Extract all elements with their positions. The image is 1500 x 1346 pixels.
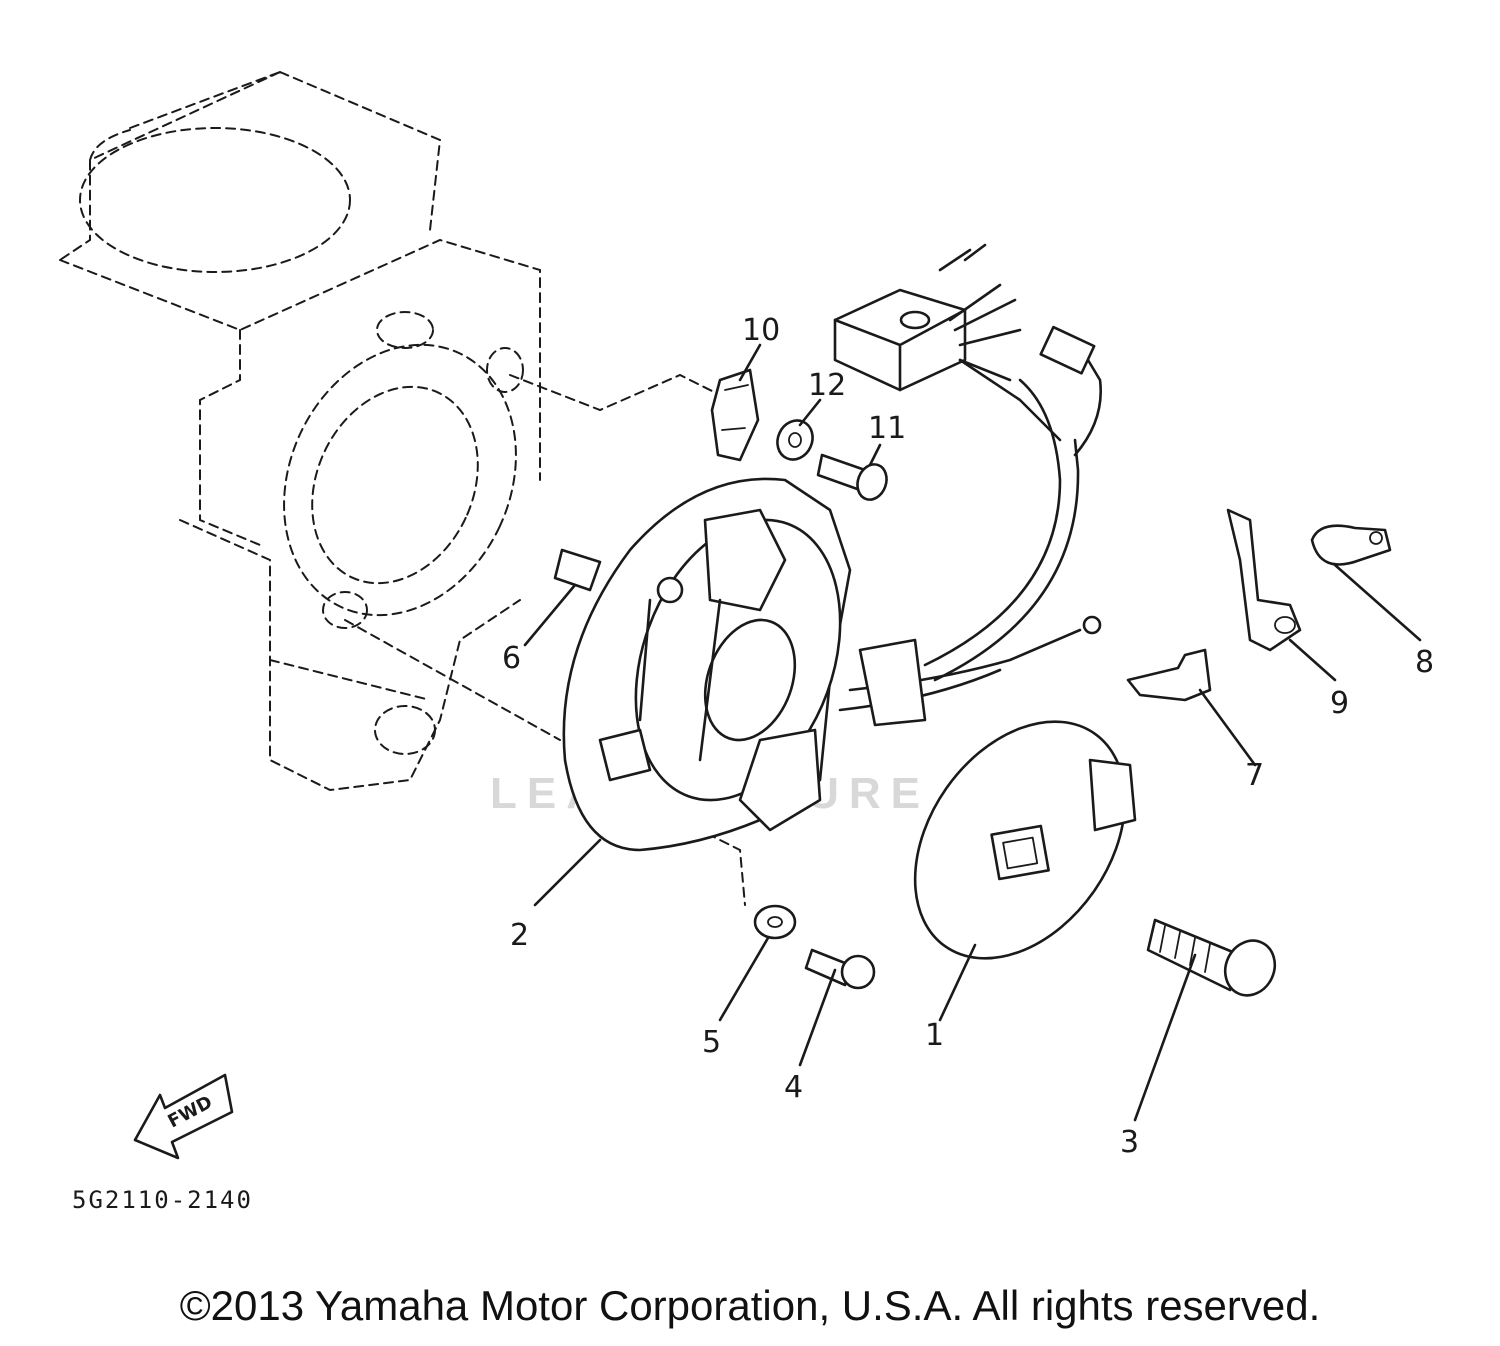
callout-8: 8 — [1415, 645, 1434, 680]
callout-11: 11 — [868, 411, 906, 446]
stator-assembly — [562, 325, 1102, 852]
washer-part-5 — [753, 904, 797, 940]
copyright-notice: ©2013 Yamaha Motor Corporation, U.S.A. A… — [179, 1282, 1321, 1329]
callout-leaders — [533, 343, 1422, 1122]
washer-part-12 — [776, 419, 814, 461]
cdi-unit — [833, 243, 1062, 442]
callout-2: 2 — [510, 918, 529, 953]
forward-arrow-icon: FWD — [133, 1073, 234, 1160]
callout-9: 9 — [1330, 686, 1349, 721]
clamp-part-8 — [1310, 524, 1392, 566]
callout-4: 4 — [784, 1070, 803, 1105]
callout-6: 6 — [502, 641, 521, 676]
callout-10: 10 — [742, 313, 780, 348]
callout-5: 5 — [702, 1025, 721, 1060]
callout-12: 12 — [808, 368, 846, 403]
clamp-part-10 — [710, 368, 760, 462]
engine-crankcase-outline — [59, 71, 746, 906]
diagram-part-code: 5G2110-2140 — [72, 1186, 253, 1214]
callout-7: 7 — [1245, 758, 1264, 793]
screw-part-11 — [816, 453, 888, 501]
callout-numbers: 1 2 3 4 5 6 7 8 9 10 11 12 — [502, 313, 1434, 1160]
callout-3: 3 — [1120, 1125, 1139, 1160]
callout-1: 1 — [925, 1018, 944, 1053]
pin-part-6 — [523, 548, 602, 647]
clip-part-7 — [1126, 648, 1212, 702]
rotor-flywheel — [913, 720, 1137, 960]
bolt-part-3 — [1146, 918, 1277, 997]
screw-part-4 — [804, 948, 876, 990]
bracket-part-9 — [1226, 508, 1302, 652]
